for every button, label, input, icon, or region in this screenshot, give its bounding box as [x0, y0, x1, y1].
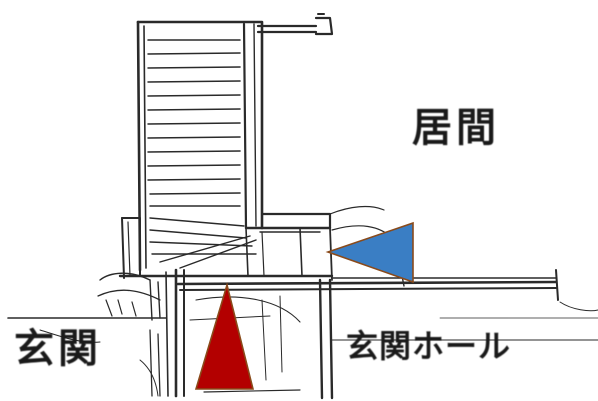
- red-triangle-marker: [194, 281, 255, 390]
- room-label-entrance: 玄関: [14, 326, 102, 372]
- sketch-lines: [7, 13, 598, 400]
- room-label-entrance-hall: 玄関ホール: [346, 327, 512, 365]
- blue-triangle-marker: [325, 221, 414, 284]
- room-label-living: 居間: [412, 105, 500, 151]
